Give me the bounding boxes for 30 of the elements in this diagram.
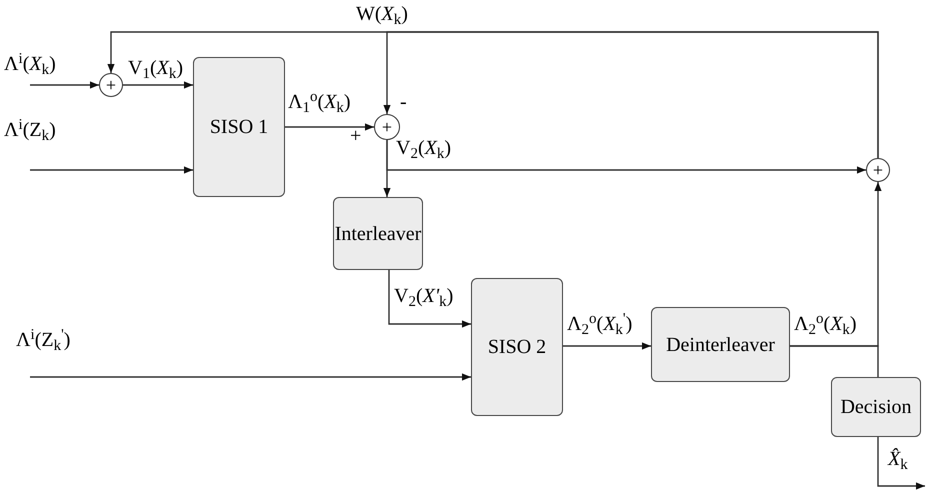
edge-label: W(X$_{k}$): [356, 2, 408, 27]
edge-label: V$_{1}$(X$_{k}$): [128, 56, 184, 81]
arrow: [123, 81, 193, 89]
edge-label: Λ$_{2}$$^{o}$(X$_{k}$): [794, 312, 857, 337]
arrow: [30, 166, 193, 174]
arrow: [388, 270, 471, 328]
edge-label: Λ$_{2}$$^{o}$(X$_{k}$$^{'}$): [567, 312, 632, 337]
summing-junction: +: [374, 114, 400, 140]
arrow: [563, 342, 651, 350]
edge-label: Λ$_{1}$$^{o}$(X$_{k}$): [288, 90, 351, 115]
edge-label: Λ$^{i}$(X$_{k}$): [4, 52, 56, 77]
arrow: [383, 31, 879, 158]
arrow: [30, 81, 99, 89]
arrow: [285, 123, 374, 131]
process-box: Deinterleaver: [651, 307, 790, 382]
process-box: Interleaver: [333, 197, 423, 270]
edge-label: Λ$^{i}$(Z$_{k}$$^{'}$): [16, 328, 70, 353]
process-box: SISO 1: [193, 57, 285, 197]
process-box: Decision: [831, 377, 921, 437]
summing-junction: +: [866, 158, 890, 182]
process-box: SISO 2: [471, 278, 563, 416]
edge-label: Λ$^{i}$(Z$_{k}$): [4, 118, 56, 143]
sign-label: -: [400, 92, 407, 112]
edge-label: X̂$_{k}$: [888, 447, 908, 472]
arrow: [877, 437, 925, 490]
arrow: [383, 140, 391, 197]
summing-junction: +: [99, 73, 123, 97]
arrow: [30, 373, 471, 381]
sign-label: +: [350, 126, 362, 146]
edge-label: V$_{2}$(X'$_{k}$): [394, 284, 454, 309]
